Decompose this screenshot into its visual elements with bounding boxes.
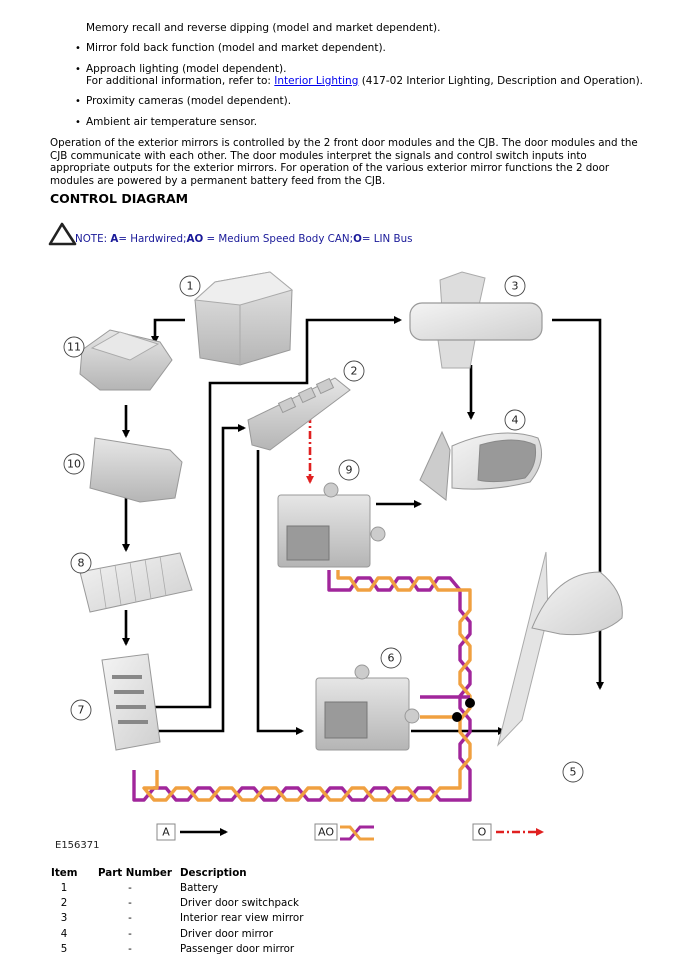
table-row: 2 - Driver door switchpack (48, 895, 311, 910)
cell-item: 5 (60, 942, 68, 955)
svg-text:9: 9 (346, 464, 353, 477)
passenger-door-module-image (315, 664, 420, 751)
module-10-image (89, 437, 183, 503)
svg-text:8: 8 (78, 557, 85, 570)
control-diagram: 1 2 3 4 5 6 7 8 9 10 11 A AO O (63, 271, 623, 841)
cell-part: - (128, 896, 132, 909)
reference-suffix: (417-02 Interior Lighting, Description a… (358, 75, 644, 87)
hardwired-lines (122, 316, 604, 735)
svg-text:AO: AO (318, 826, 334, 839)
legend-hardwired: A (156, 823, 228, 841)
svg-text:O: O (478, 826, 487, 839)
wire-7-to-switchpack (155, 424, 246, 733)
switchpack-image (247, 377, 351, 451)
callout-1: 1 (179, 275, 201, 297)
legend-lin: O (472, 823, 544, 841)
svg-text:6: 6 (388, 652, 395, 665)
header-item: Item (51, 866, 78, 879)
table-row: 1 - Battery (48, 880, 311, 895)
bullet: • (75, 43, 81, 54)
can-wire-purple (132, 570, 472, 802)
svg-text:5: 5 (570, 766, 577, 779)
svg-text:1: 1 (187, 280, 194, 293)
list-item-reference: For additional information, refer to: In… (86, 75, 643, 87)
cell-description: Interior rear view mirror (180, 912, 304, 925)
table-header-row: Item Part Number Description (48, 864, 311, 880)
svg-text:7: 7 (78, 704, 85, 717)
cell-item: 3 (60, 912, 68, 925)
cell-item: 4 (60, 927, 68, 940)
cell-description: Passenger door mirror (180, 942, 295, 955)
note-text: NOTE: A= Hardwired;AO = Medium Speed Bod… (75, 233, 413, 245)
list-continuation: Memory recall and reverse dipping (model… (86, 22, 441, 34)
callout-4: 4 (504, 409, 526, 431)
list-item: Proximity cameras (model dependent). (86, 95, 292, 107)
can-wire-orange (142, 570, 472, 802)
figure-reference: E156371 (55, 840, 100, 851)
can-junction (465, 698, 475, 708)
svg-text:2: 2 (351, 365, 358, 378)
list-item: Mirror fold back function (model and mar… (86, 42, 386, 54)
wire-switchpack-to-6 (256, 450, 304, 735)
wire-7-to-rearview (155, 316, 402, 709)
callout-3: 3 (504, 275, 526, 297)
battery-image (193, 271, 294, 366)
rear-view-mirror-image (409, 271, 543, 369)
table-row: 5 - Passenger door mirror (48, 941, 311, 956)
cell-item: 2 (60, 896, 68, 909)
bullet: • (75, 64, 81, 75)
callout-7: 7 (70, 699, 92, 721)
cell-part: - (128, 912, 132, 925)
warning-triangle-icon (48, 222, 77, 246)
header-part-number: Part Number (98, 866, 172, 879)
svg-text:3: 3 (512, 280, 519, 293)
description-paragraph: Operation of the exterior mirrors is con… (50, 137, 638, 187)
section-title: CONTROL DIAGRAM (50, 191, 189, 206)
passenger-door-mirror-image (497, 551, 623, 747)
cell-part: - (128, 942, 132, 955)
cell-description: Battery (180, 881, 219, 894)
can-bus (132, 570, 472, 802)
callout-10: 10 (63, 453, 85, 475)
cell-part: - (128, 927, 132, 940)
callout-6: 6 (380, 647, 402, 669)
can-junction (452, 712, 462, 722)
svg-text:11: 11 (67, 341, 81, 354)
table-row: 4 - Driver door mirror (48, 926, 311, 941)
module-11-image (79, 329, 173, 391)
reference-prefix: For additional information, refer to: (86, 75, 275, 87)
table-row: 3 - Interior rear view mirror (48, 911, 311, 926)
callout-9: 9 (338, 459, 360, 481)
list-item: Ambient air temperature sensor. (86, 116, 258, 128)
bullet: • (75, 96, 81, 107)
wire-battery-to-11 (151, 318, 185, 344)
module-8-image (79, 552, 193, 613)
callout-8: 8 (70, 552, 92, 574)
cjb-image (101, 653, 161, 751)
interior-lighting-link[interactable]: Interior Lighting (274, 75, 359, 87)
cell-item: 1 (60, 881, 68, 894)
driver-door-mirror-image (419, 430, 543, 501)
svg-text:10: 10 (67, 458, 81, 471)
wire-rearview-to-5 (552, 318, 604, 690)
header-description: Description (180, 866, 247, 879)
cell-description: Driver door switchpack (180, 896, 299, 909)
svg-text:4: 4 (512, 414, 519, 427)
bullet: • (75, 117, 81, 128)
legend-can: AO (314, 823, 374, 841)
cell-part: - (128, 881, 132, 894)
svg-text:A: A (162, 826, 170, 839)
callout-2: 2 (343, 360, 365, 382)
driver-door-module-image (277, 482, 386, 568)
list-item: Approach lighting (model dependent). (86, 63, 287, 75)
callout-11: 11 (63, 336, 85, 358)
cell-description: Driver door mirror (180, 927, 274, 940)
parts-table: Item Part Number Description 1 - Battery 2… (48, 864, 311, 956)
callout-5: 5 (562, 761, 584, 783)
